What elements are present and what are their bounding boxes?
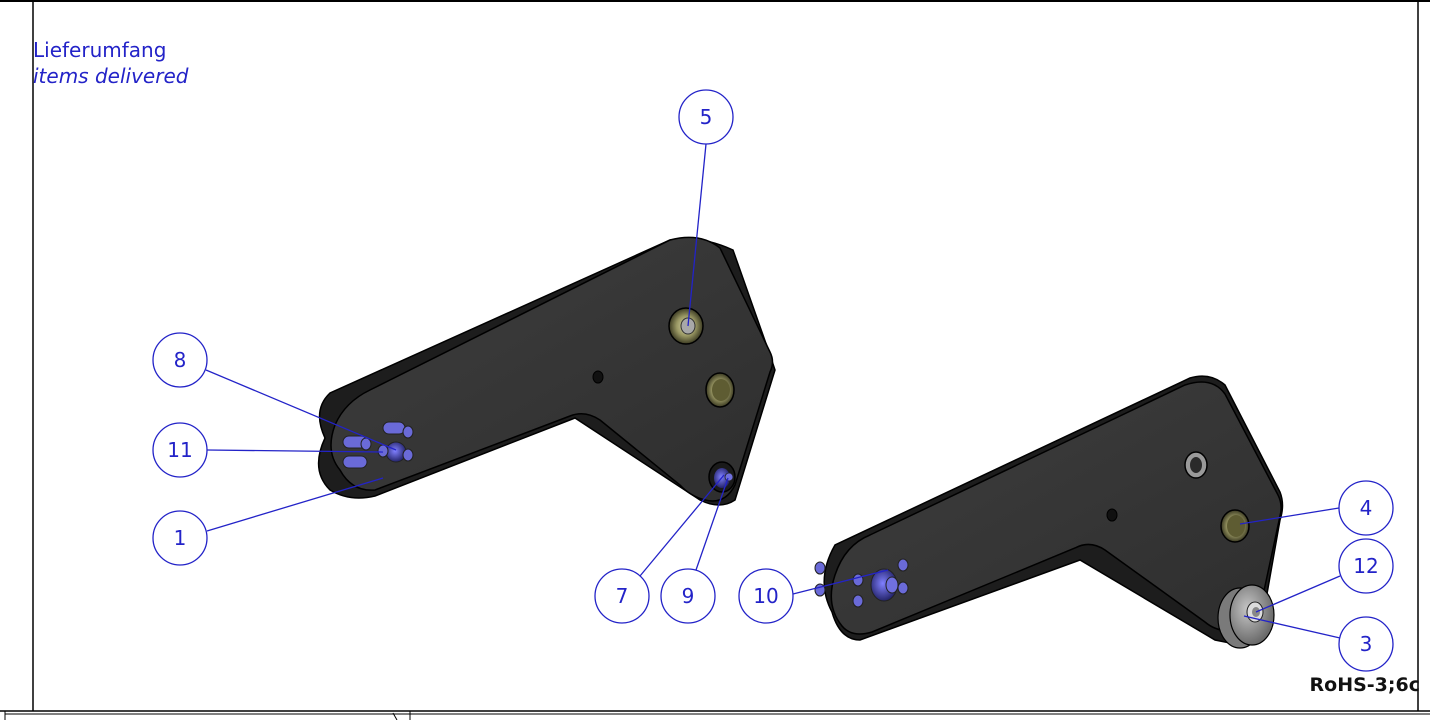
callout-bubble-9 (660, 568, 716, 624)
callout-3: 3 (1243, 615, 1394, 672)
callout-bubble-3 (1338, 616, 1394, 672)
callout-leader-9 (695, 477, 729, 571)
callout-leader-8 (205, 369, 397, 451)
pin-cluster-right (814, 558, 909, 608)
callout-label-1: 1 (174, 526, 187, 550)
callout-label-11: 11 (167, 438, 192, 462)
title-english: items delivered (33, 64, 189, 88)
callout-leader-10 (792, 569, 889, 595)
callout-bubble-10 (738, 568, 794, 624)
callout-bubble-1 (152, 510, 208, 566)
callout-label-5: 5 (700, 105, 713, 129)
title-german: Lieferumfang (33, 38, 167, 62)
callout-bubble-5 (678, 89, 734, 145)
callout-label-10: 10 (753, 584, 778, 608)
callout-leader-7 (639, 474, 725, 577)
arm-part-right (814, 375, 1284, 649)
callout-11: 11 (152, 422, 384, 478)
callout-4: 4 (1239, 480, 1394, 536)
callout-1: 1 (152, 477, 384, 566)
rohs-code: RoHS-3;6c (1309, 674, 1420, 696)
callout-10: 10 (738, 568, 889, 624)
callout-bubble-7 (594, 568, 650, 624)
callout-12: 12 (1255, 538, 1394, 613)
callout-label-3: 3 (1360, 632, 1373, 656)
callout-label-9: 9 (682, 584, 695, 608)
callout-leader-3 (1243, 615, 1341, 639)
callout-bubble-4 (1338, 480, 1394, 536)
arm-part-left (317, 236, 776, 506)
callout-bubble-12 (1338, 538, 1394, 594)
callout-leader-4 (1239, 507, 1340, 525)
callout-7: 7 (594, 474, 725, 624)
callout-9: 9 (660, 477, 729, 624)
callout-leader-5 (687, 143, 707, 327)
callout-leader-11 (206, 449, 384, 453)
callout-8: 8 (152, 332, 397, 451)
callout-label-4: 4 (1360, 496, 1373, 520)
callout-bubble-8 (152, 332, 208, 388)
callout-bubble-11 (152, 422, 208, 478)
callout-label-7: 7 (616, 584, 629, 608)
pin-cluster-left (342, 421, 414, 469)
callout-label-12: 12 (1353, 554, 1378, 578)
callout-leader-1 (206, 477, 384, 532)
callout-5: 5 (678, 89, 734, 327)
callout-leader-12 (1255, 575, 1341, 613)
callout-label-8: 8 (174, 348, 187, 372)
